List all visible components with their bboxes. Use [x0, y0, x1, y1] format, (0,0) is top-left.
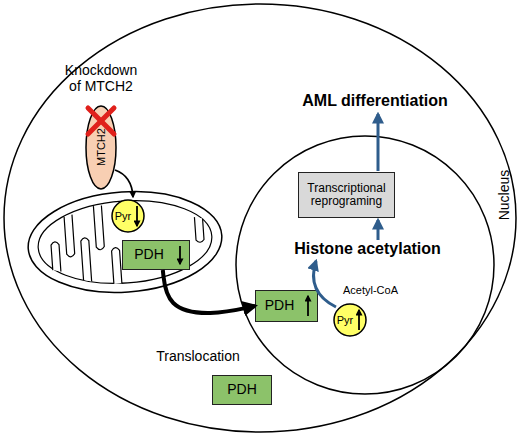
crista	[51, 242, 61, 272]
protein-oval: MTCH2	[85, 105, 117, 190]
mito-inner-membrane	[35, 195, 214, 289]
node-text: PDH	[123, 241, 189, 269]
node-label: PDH	[134, 247, 164, 262]
node-label: PDH	[227, 382, 257, 397]
flow-arrow	[314, 261, 337, 307]
mito-outer-membrane	[25, 185, 226, 298]
node-label: Pyr	[337, 314, 354, 326]
cell-outline	[4, 4, 516, 432]
crista	[111, 247, 121, 283]
node-text: Pyr	[111, 199, 145, 233]
nucleus-circle: NucleusTranscriptional reprogramingPDHPy…	[235, 135, 495, 395]
enzyme-box: PDH	[255, 290, 318, 322]
decrease-arrow	[179, 246, 181, 264]
process-label: Translocation	[148, 348, 248, 364]
node-label: MTCH2	[95, 129, 107, 167]
enzyme-box: PDH	[122, 240, 190, 270]
node-text: Pyr	[333, 303, 367, 337]
flow-arrow	[377, 220, 380, 240]
process-box: Transcriptional reprograming	[298, 172, 395, 218]
node-label: Pyr	[115, 210, 132, 222]
effect-arrow	[115, 170, 133, 197]
node-label: PDH	[265, 298, 295, 313]
translocation-arrow	[163, 270, 255, 313]
outcome-label: AML differentiation	[275, 92, 475, 110]
knockdown-cross	[88, 108, 114, 134]
metabolite-circle-shape	[334, 304, 366, 336]
increase-arrow	[307, 296, 309, 316]
edge-group	[163, 270, 255, 313]
decrease-arrow	[136, 206, 138, 226]
node-text: PDH	[213, 376, 271, 404]
intervention-label: Knockdown of MTCH2	[58, 62, 144, 94]
crista	[93, 206, 104, 250]
node-text: MTCH2	[85, 105, 117, 190]
protein-oval-shape	[86, 106, 116, 189]
node-text: PDH	[256, 291, 317, 321]
increase-arrow	[358, 310, 360, 330]
flow-arrow	[377, 114, 380, 171]
crista	[81, 238, 92, 282]
crista	[64, 215, 75, 257]
metabolite-circle: Pyr	[333, 303, 367, 337]
node-text: Nucleus	[497, 170, 512, 221]
nucleus-circle-shape	[236, 136, 494, 394]
process-label: Histone acetylation	[280, 240, 455, 258]
metabolite-circle: Pyr	[111, 199, 145, 233]
knockdown-cross	[88, 108, 114, 134]
metabolite-circle-shape	[112, 200, 144, 232]
metabolite-label: Acetyl-CoA	[343, 284, 413, 297]
node-text: Transcriptional reprograming	[299, 173, 394, 217]
enzyme-box: PDH	[212, 375, 272, 405]
node-label: Nucleus	[497, 170, 512, 221]
mitochondrion	[25, 185, 226, 298]
node-label: Transcriptional reprograming	[299, 182, 394, 208]
crista	[194, 217, 204, 243]
